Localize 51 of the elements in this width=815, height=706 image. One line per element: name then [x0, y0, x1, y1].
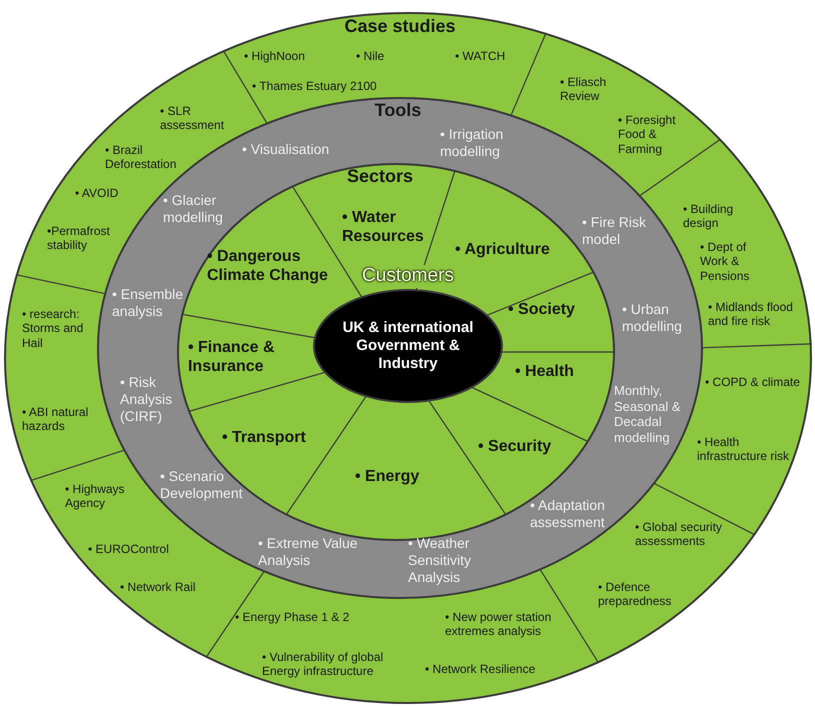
list-item: •Permafrost stability	[47, 224, 111, 253]
sector-label: • Security	[478, 436, 552, 456]
list-item: • Brazil Deforestation	[105, 143, 178, 172]
list-item: • Highways Agency	[65, 482, 126, 511]
list-item: Monthly, Seasonal & Decadal modelling	[614, 382, 682, 446]
list-item: • Ensemble analysis	[112, 286, 184, 320]
ring-title: Case studies	[343, 16, 457, 38]
sector-label: • Transport	[222, 428, 307, 448]
sector-label: • Health	[514, 362, 575, 382]
list-item: • Vulnerability of global Energy infrastructure	[262, 650, 384, 679]
list-item: • Nile	[356, 49, 386, 64]
sector-label: • Water Resources	[342, 208, 425, 246]
list-item: • Building design	[683, 202, 734, 231]
ring-title: Tools	[374, 100, 422, 122]
list-item: • Foresight Food & Farming	[618, 113, 677, 156]
list-item: • Health infrastructure risk	[697, 435, 790, 464]
list-item: • EUROControl	[88, 542, 170, 556]
sector-label: • Finance & Insurance	[188, 338, 276, 376]
sector-label: • Agriculture	[454, 240, 551, 260]
sector-label: • Dangerous Climate Change	[206, 246, 329, 286]
list-item: • Dept of Work & Pensions	[700, 240, 750, 284]
list-item: • WATCH	[455, 49, 506, 64]
center-label: UK & international Government & Industry	[342, 318, 474, 373]
list-item: • Thames Estuary 2100	[252, 79, 378, 94]
list-item: • Global security assessments	[635, 520, 723, 549]
list-item: • Energy Phase 1 & 2	[235, 610, 350, 624]
list-item: • COPD & climate	[705, 375, 801, 390]
list-item: • Network Rail	[120, 580, 197, 594]
list-item: • Fire Risk model	[582, 214, 648, 248]
ring-title: Sectors	[346, 166, 414, 188]
list-item: • Weather Sensitivity Analysis	[408, 534, 472, 586]
list-item: • SLR assessment	[160, 104, 226, 133]
list-item: • Network Resilience	[425, 662, 536, 676]
sector-label: • Energy	[354, 466, 420, 486]
sector-label: • Society	[508, 300, 576, 320]
list-item: • Defence preparedness	[598, 580, 672, 609]
list-item: • HighNoon	[244, 49, 306, 64]
list-item: • Eliasch Review	[560, 75, 608, 104]
list-item: • AVOID	[75, 186, 120, 200]
list-item: • research: Storms and Hail	[22, 307, 84, 350]
list-item: • Extreme Value Analysis	[258, 534, 359, 569]
list-item: • New power station extremes analysis	[445, 610, 552, 639]
list-item: • Midlands flood and fire risk	[708, 300, 794, 329]
list-item: • Adaptation assessment	[530, 496, 606, 531]
list-item: • Scenario Development	[160, 468, 244, 502]
list-item: • Urban modelling	[622, 300, 683, 335]
list-item: • Visualisation	[242, 140, 330, 158]
list-item: • ABI natural hazards	[22, 405, 90, 434]
list-item: • Glacier modelling	[163, 192, 224, 226]
list-item: • Irrigation modelling	[440, 126, 504, 160]
list-item: • Risk Analysis (CIRF)	[120, 374, 174, 424]
